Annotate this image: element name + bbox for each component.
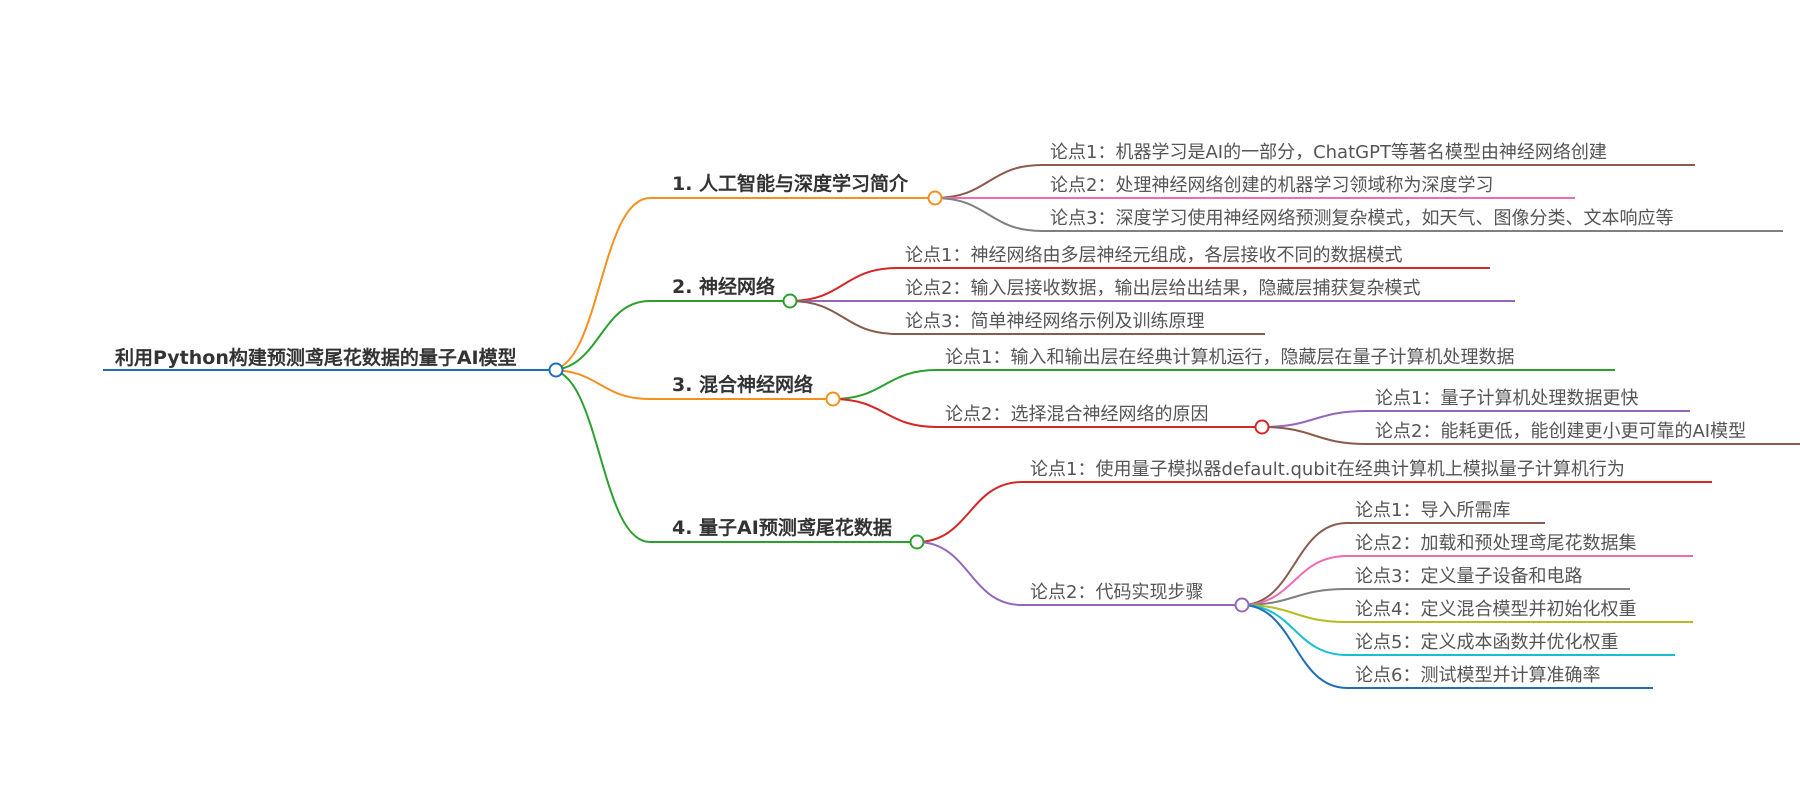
point-link-4-1 — [916, 481, 1023, 543]
subpoint-label-4-2-2[interactable]: 论点2：加载和预处理鸢尾花数据集 — [1355, 533, 1636, 554]
subpoint-label-3-2-2[interactable]: 论点2：能耗更低，能创建更小更可靠的AI模型 — [1375, 421, 1746, 442]
point-label-1-2[interactable]: 论点2：处理神经网络创建的机器学习领域称为深度学习 — [1050, 175, 1493, 196]
point-link-3-1 — [832, 369, 938, 400]
branch-link-3 — [549, 369, 651, 400]
subpoint-label-4-2-6[interactable]: 论点6：测试模型并计算准确率 — [1355, 665, 1600, 686]
subpoint-label-4-2-5[interactable]: 论点5：定义成本函数并优化权重 — [1355, 632, 1618, 653]
branch-link-4 — [549, 369, 651, 543]
point-label-4-1[interactable]: 论点1：使用量子模拟器default.qubit在经典计算机上模拟量子计算机行为 — [1030, 459, 1625, 480]
point-label-2-3[interactable]: 论点3：简单神经网络示例及训练原理 — [905, 311, 1204, 332]
subpoint-link-4-2-6 — [1241, 604, 1348, 689]
point-collapse-knob-4-2[interactable] — [1234, 597, 1250, 613]
subpoint-link-4-2-2 — [1241, 555, 1348, 606]
root-collapse-knob[interactable] — [548, 362, 564, 378]
branch-label-1[interactable]: 1. 人工智能与深度学习简介 — [672, 172, 909, 195]
point-label-4-2[interactable]: 论点2：代码实现步骤 — [1030, 582, 1203, 603]
point-link-2-3 — [789, 300, 898, 335]
subpoint-link-3-2-2 — [1261, 426, 1368, 445]
point-link-4-2 — [916, 541, 1023, 606]
point-link-1-3 — [934, 197, 1043, 232]
point-link-2-1 — [789, 267, 898, 302]
branch-collapse-knob-4[interactable] — [909, 534, 925, 550]
branch-collapse-knob-1[interactable] — [927, 190, 943, 206]
point-label-1-3[interactable]: 论点3：深度学习使用神经网络预测复杂模式，如天气、图像分类、文本响应等 — [1050, 208, 1673, 229]
subpoint-label-4-2-3[interactable]: 论点3：定义量子设备和电路 — [1355, 566, 1582, 587]
subpoint-link-3-2-1 — [1261, 410, 1368, 428]
point-collapse-knob-3-2[interactable] — [1254, 419, 1270, 435]
subpoint-link-4-2-3 — [1241, 588, 1348, 606]
mind-map-links — [103, 164, 1800, 689]
branch-link-2 — [549, 300, 651, 371]
point-label-2-2[interactable]: 论点2：输入层接收数据，输出层给出结果，隐藏层捕获复杂模式 — [905, 278, 1420, 299]
point-label-3-2[interactable]: 论点2：选择混合神经网络的原因 — [945, 404, 1208, 425]
branch-label-3[interactable]: 3. 混合神经网络 — [672, 373, 813, 396]
point-label-3-1[interactable]: 论点1：输入和输出层在经典计算机运行，隐藏层在量子计算机处理数据 — [945, 347, 1514, 368]
subpoint-label-4-2-4[interactable]: 论点4：定义混合模型并初始化权重 — [1355, 599, 1636, 620]
point-label-2-1[interactable]: 论点1：神经网络由多层神经元组成，各层接收不同的数据模式 — [905, 245, 1402, 266]
point-label-1-1[interactable]: 论点1：机器学习是AI的一部分，ChatGPT等著名模型由神经网络创建 — [1050, 142, 1607, 163]
branch-label-4[interactable]: 4. 量子AI预测鸢尾花数据 — [672, 516, 892, 539]
branch-collapse-knob-3[interactable] — [825, 391, 841, 407]
branch-link-1 — [549, 197, 651, 371]
subpoint-label-4-2-1[interactable]: 论点1：导入所需库 — [1355, 500, 1510, 521]
subpoint-link-4-2-1 — [1241, 522, 1348, 606]
branch-collapse-knob-2[interactable] — [782, 293, 798, 309]
subpoint-label-3-2-1[interactable]: 论点1：量子计算机处理数据更快 — [1375, 388, 1638, 409]
point-link-3-2 — [832, 398, 938, 428]
root-topic-label[interactable]: 利用Python构建预测鸢尾花数据的量子AI模型 — [115, 346, 517, 369]
subpoint-link-4-2-4 — [1241, 604, 1348, 623]
point-link-1-1 — [934, 164, 1043, 199]
branch-label-2[interactable]: 2. 神经网络 — [672, 275, 775, 298]
